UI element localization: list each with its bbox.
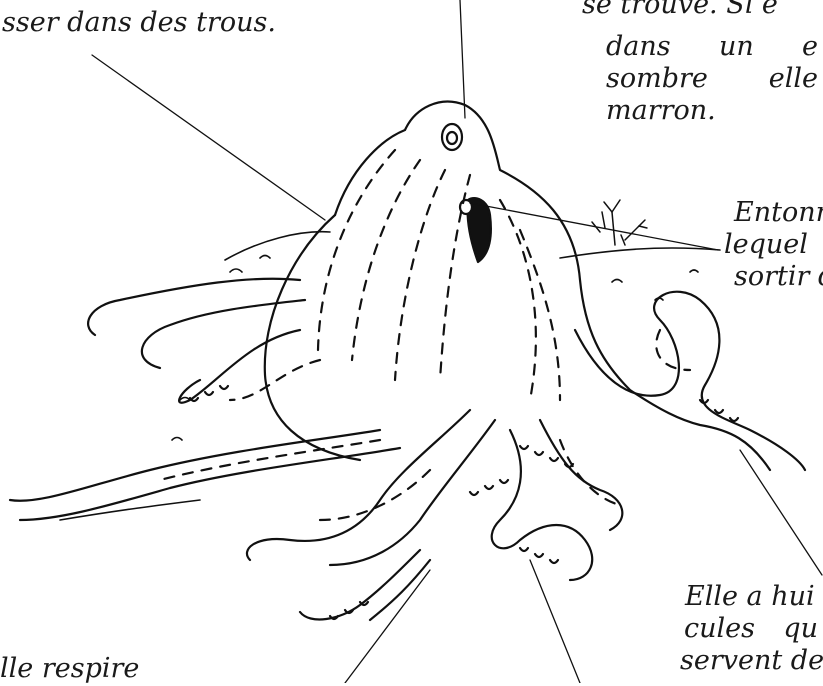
word: elle — [769, 62, 818, 96]
word: dans — [606, 30, 671, 64]
leader-line-funnel — [470, 203, 718, 250]
word: sombre — [606, 62, 708, 96]
octopus-body — [265, 102, 770, 470]
label-funnel-line2: lequel — [724, 228, 808, 262]
leader-line-holes — [92, 55, 325, 220]
word: cules — [684, 612, 755, 646]
label-arms-line1: Elle a hui — [685, 580, 815, 614]
label-holes: sser dans des trous. — [2, 6, 276, 40]
label-color-line3: sombre elle — [606, 62, 818, 96]
label-funnel-line3: sortir d — [734, 260, 823, 294]
word: qu — [783, 612, 818, 646]
word: un — [719, 30, 754, 64]
leader-line-breathe — [345, 570, 430, 683]
label-funnel-line1: Entonn — [734, 196, 823, 230]
label-color-line2: dans un e — [606, 30, 818, 64]
leader-line-suckers — [530, 560, 580, 683]
seabed — [60, 232, 720, 520]
leader-line-eye — [460, 0, 465, 118]
label-arms-line2: cules qu — [684, 612, 818, 646]
leader-line-arms — [740, 450, 822, 575]
label-breathe: lle respire — [0, 652, 139, 686]
tentacles — [10, 279, 805, 620]
word: e — [802, 30, 818, 64]
label-arms-line3: servent de — [680, 644, 823, 678]
label-color-line4: marron. — [606, 94, 716, 128]
label-color-line1: se trouve. Si e — [582, 0, 822, 22]
seaweed — [592, 200, 647, 245]
